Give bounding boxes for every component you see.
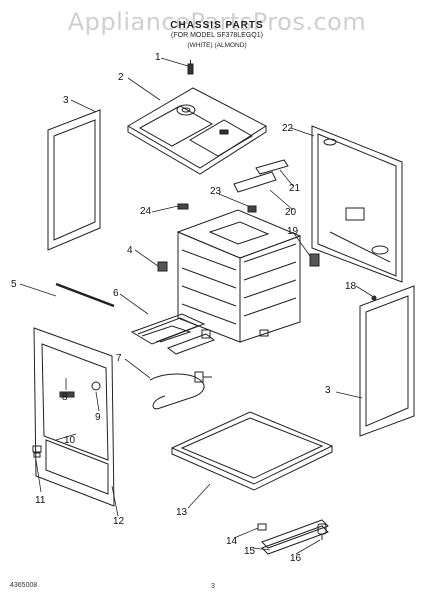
color-line: (WHITE) (ALMOND) — [187, 42, 247, 49]
diagram-title: CHASSIS PARTS — [170, 20, 264, 31]
part-drawer-track — [257, 519, 329, 555]
model-line: (FOR MODEL SF378LEGQ1) — [171, 32, 263, 39]
part-front-frame — [33, 327, 115, 507]
callout-8: 8 — [62, 392, 68, 403]
callout-21: 21 — [289, 183, 301, 194]
footer-code: 4365008 — [10, 582, 38, 589]
callout-10: 10 — [64, 435, 76, 446]
part-bake-element — [149, 371, 212, 410]
callout-7: 7 — [116, 353, 122, 364]
callout-12: 12 — [113, 516, 125, 527]
part-small-brackets — [177, 159, 289, 213]
callout-20: 20 — [285, 207, 297, 218]
callout-16: 16 — [290, 553, 302, 564]
callout-15: 15 — [244, 546, 256, 557]
page-number: 3 — [211, 583, 215, 590]
part-broil-element — [130, 313, 216, 355]
callout-3-left: 3 — [63, 95, 69, 106]
callout-24: 24 — [140, 206, 152, 217]
callout-19: 19 — [287, 226, 299, 237]
callout-22: 22 — [282, 123, 294, 134]
callout-labels: 1 2 3 4 5 6 7 8 9 10 11 12 13 14 15 16 1… — [11, 52, 357, 564]
callout-13: 13 — [176, 507, 188, 518]
callout-9: 9 — [95, 412, 101, 423]
part-glide — [32, 445, 42, 458]
callout-2: 2 — [118, 72, 124, 83]
callout-1: 1 — [155, 52, 161, 63]
callout-23: 23 — [210, 186, 222, 197]
part-bracket — [309, 253, 320, 267]
part-rear-panel — [311, 125, 403, 283]
callout-4: 4 — [127, 245, 133, 256]
callout-6: 6 — [113, 288, 119, 299]
part-clip — [157, 261, 168, 272]
part-drawer — [170, 411, 334, 491]
part-oven-cavity — [176, 209, 302, 343]
part-screw — [187, 60, 194, 75]
callout-11: 11 — [35, 495, 46, 506]
callout-18: 18 — [345, 281, 357, 292]
callout-14: 14 — [226, 536, 238, 547]
callout-3-right: 3 — [325, 385, 331, 396]
part-side-panel-left — [47, 109, 101, 251]
part-screw-18 — [371, 295, 377, 301]
part-gasket — [55, 282, 115, 308]
callout-5: 5 — [11, 279, 17, 290]
part-top-panel — [127, 87, 267, 175]
part-side-panel-right — [359, 285, 415, 437]
watermark: AppliancePartsPros.com — [67, 8, 367, 36]
